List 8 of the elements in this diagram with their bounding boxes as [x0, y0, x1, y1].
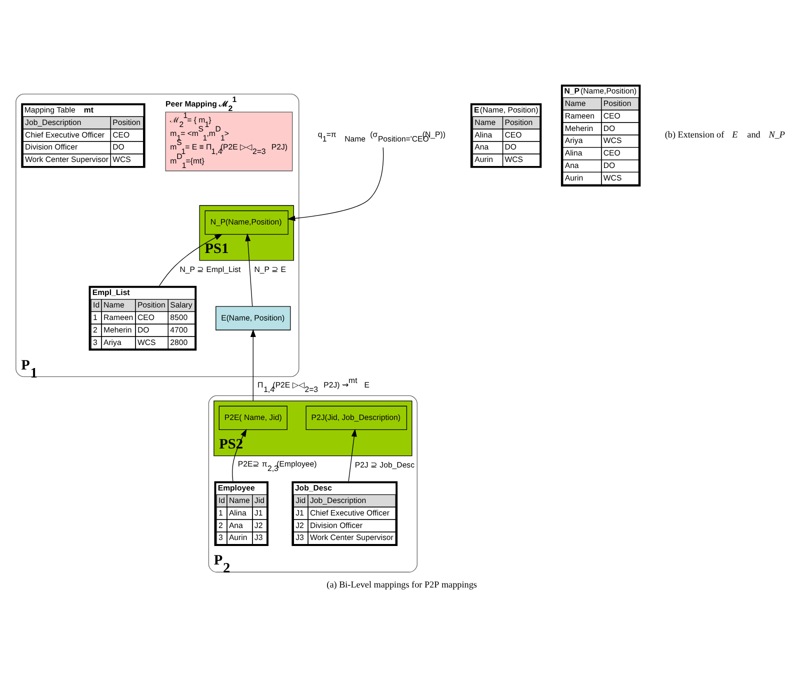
- arrow: [232, 428, 247, 482]
- arrow: [250, 329, 256, 402]
- arrow: [287, 147, 384, 222]
- arrow: [159, 234, 223, 286]
- caption: (a) Bi-Level mappings for P2P mappings: [326, 579, 477, 590]
- arrow: [245, 233, 253, 307]
- arrow: [348, 428, 357, 482]
- label: (b) Extension of E and N_P: [664, 129, 785, 140]
